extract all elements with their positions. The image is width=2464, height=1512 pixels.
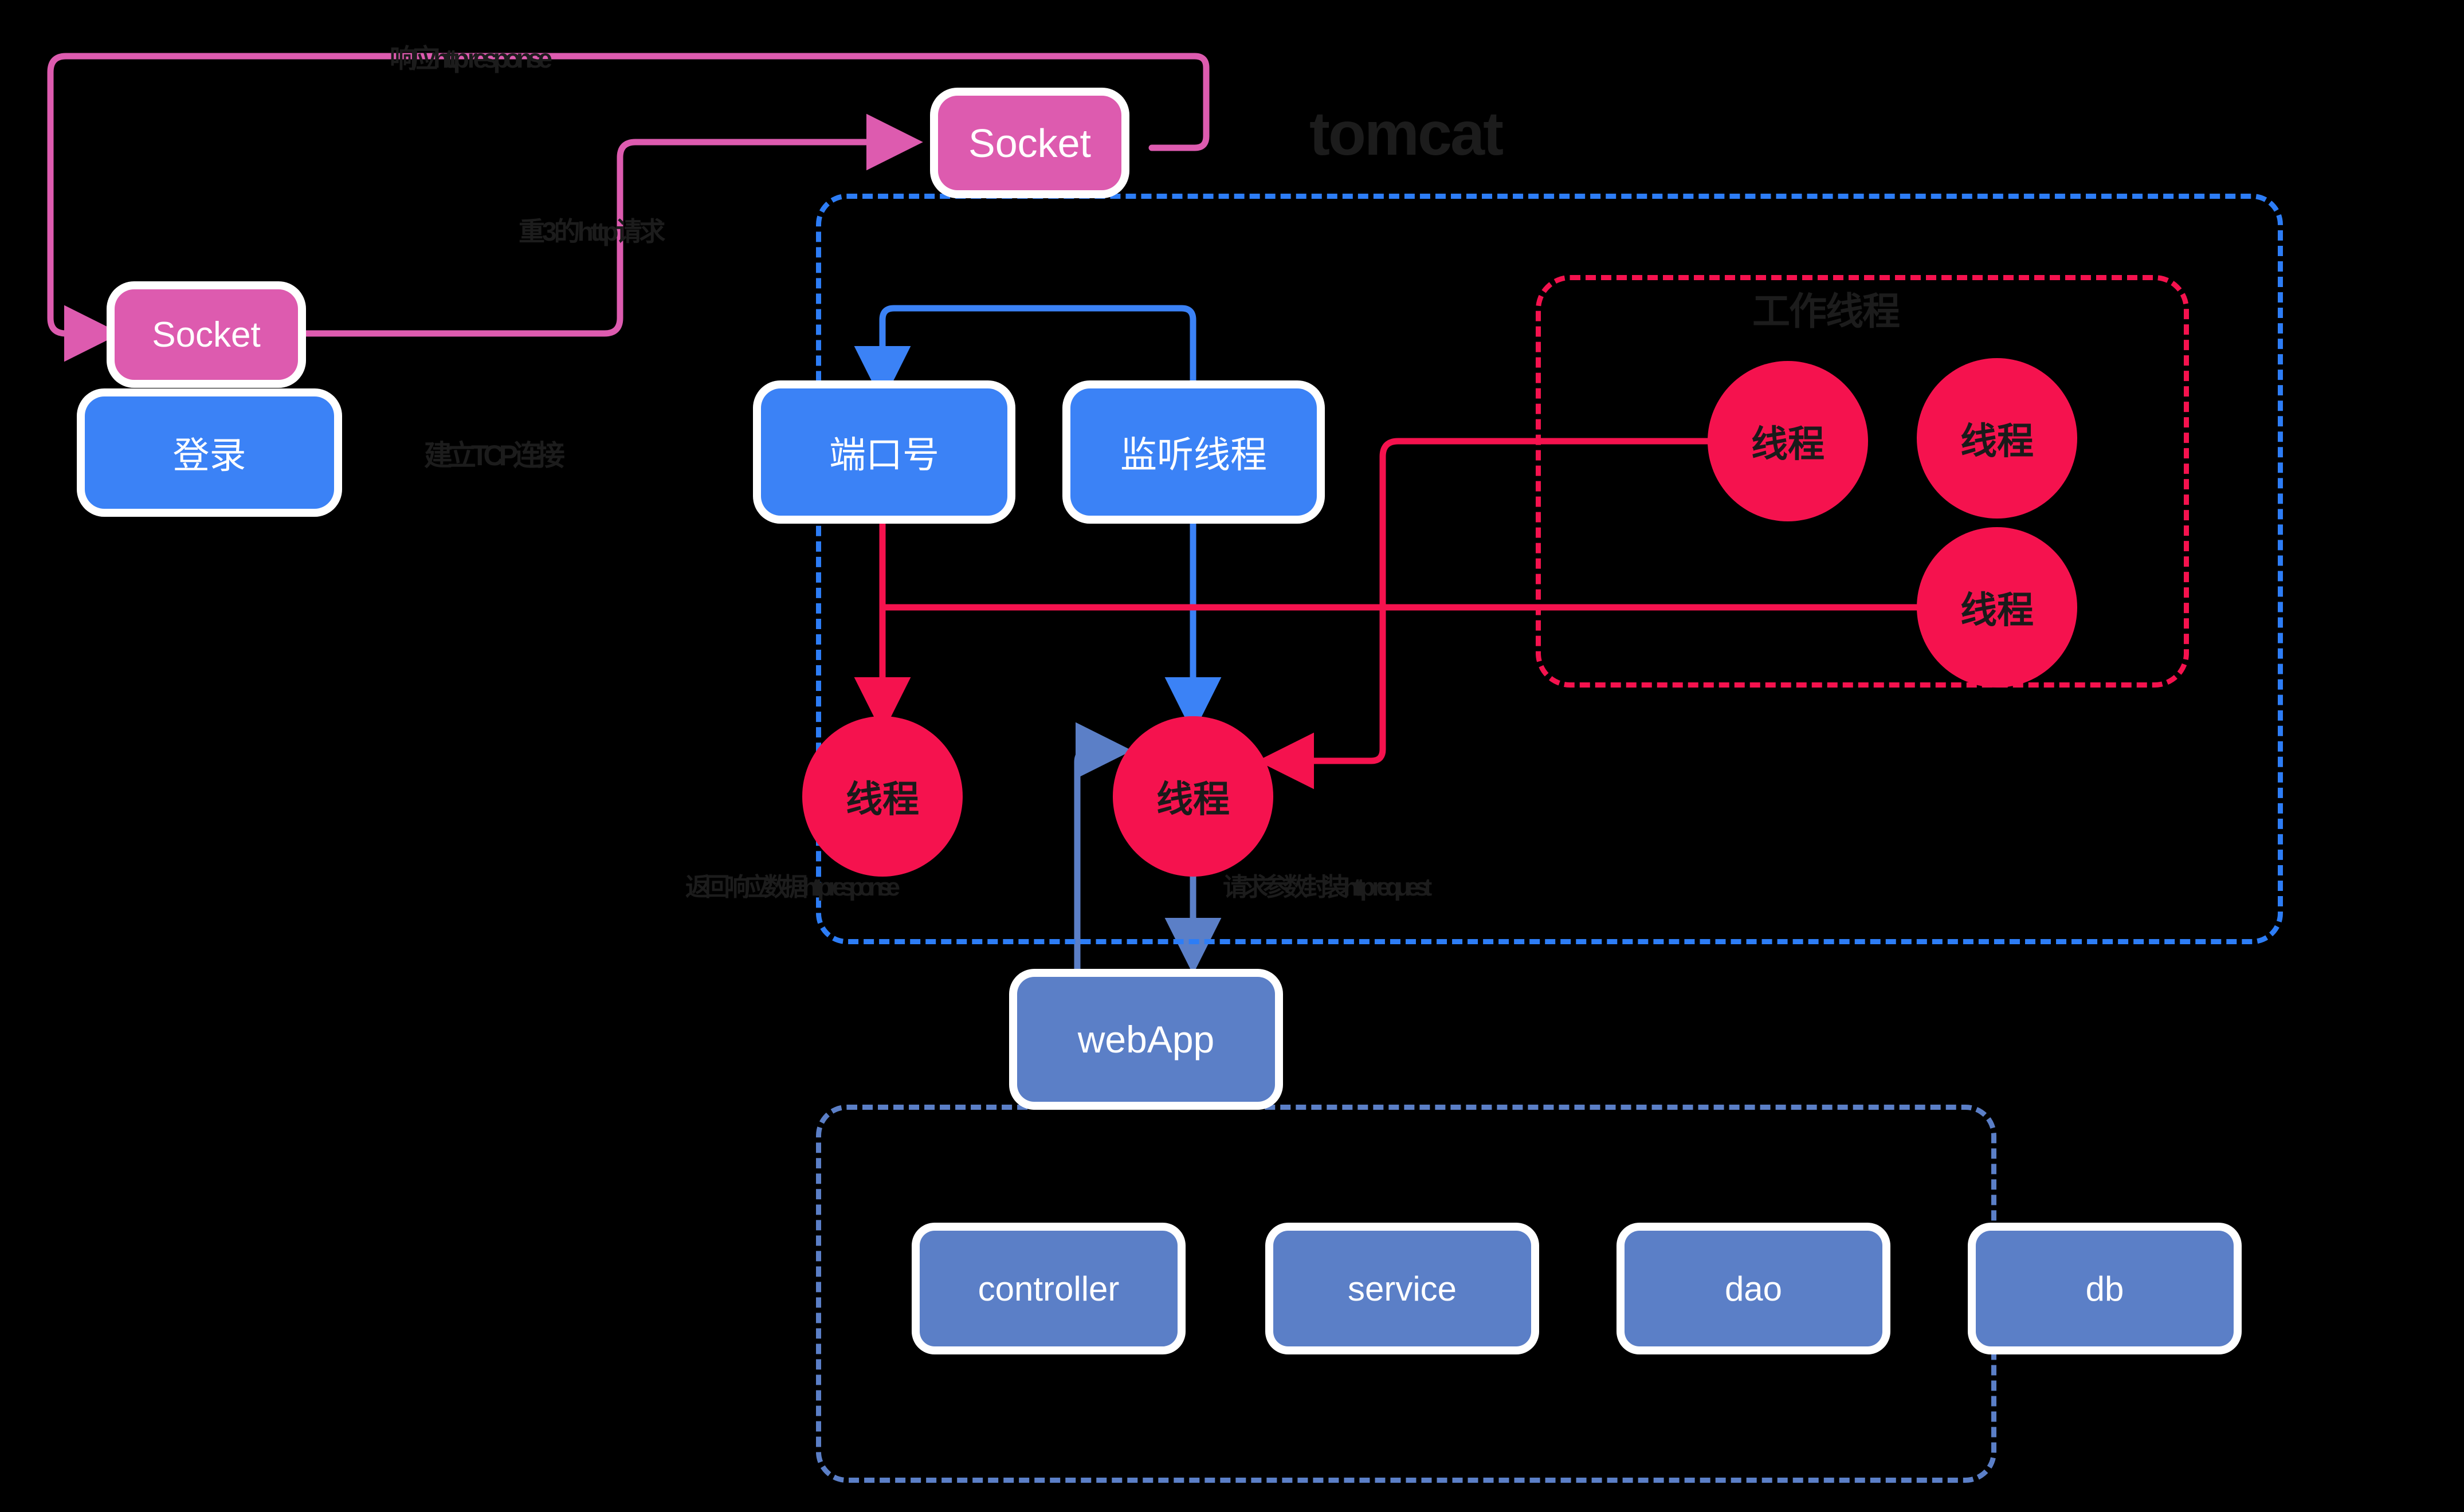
worker-thread-pool-container: [1536, 275, 2189, 688]
layer-dao[interactable]: dao: [1625, 1231, 1882, 1346]
worker-pool-title: 工作线程: [1752, 290, 1900, 332]
login-label: 登录: [172, 435, 246, 476]
layer-db-label: db: [2085, 1269, 2124, 1308]
thread-circle-right-label: 线程: [1156, 779, 1230, 820]
socket-left-label: Socket: [152, 315, 261, 355]
label-return-response: 返回响应数据http response: [685, 873, 900, 901]
label-tcp-connection: 建立TCP连接: [424, 439, 565, 472]
pool-thread-1[interactable]: 线程: [1708, 361, 1868, 521]
label-send-http-request: 重3的http请求: [519, 217, 665, 246]
wire-listener-to-port: [854, 305, 1196, 403]
layer-service[interactable]: service: [1273, 1231, 1531, 1346]
webapp-label: webApp: [1077, 1018, 1215, 1061]
socket-top-label: Socket: [968, 120, 1091, 166]
layer-dao-label: dao: [1724, 1269, 1783, 1308]
wire-pool-thread1-to-thread: [1257, 438, 1711, 790]
socket-top-node[interactable]: Socket: [938, 96, 1121, 190]
wire-webapp-to-thread: [1074, 722, 1132, 1035]
tomcat-title: tomcat: [1309, 99, 1504, 168]
listener-thread-node[interactable]: 监听线程: [1070, 388, 1317, 516]
layer-db[interactable]: db: [1976, 1231, 2234, 1346]
label-request-wrap: 请求参数封装http request: [1223, 873, 1432, 901]
thread-circle-left-label: 线程: [846, 779, 919, 820]
layer-controller-label: controller: [978, 1269, 1120, 1308]
login-node[interactable]: 登录: [85, 396, 334, 509]
label-http-response: 响应http response: [390, 44, 552, 73]
layer-controller[interactable]: controller: [920, 1231, 1178, 1346]
socket-left-node[interactable]: Socket: [115, 289, 298, 380]
pool-thread-3[interactable]: 线程: [1917, 527, 2077, 688]
pool-thread-2[interactable]: 线程: [1917, 358, 2077, 519]
wire-http-response: [47, 53, 1210, 362]
listener-thread-label: 监听线程: [1120, 434, 1267, 476]
pool-thread-2-label: 线程: [1960, 421, 2034, 462]
wire-send-http-request: [300, 113, 923, 337]
thread-circle-left[interactable]: 线程: [802, 716, 963, 877]
port-label: 端口号: [829, 434, 939, 476]
webapp-node[interactable]: webApp: [1017, 977, 1275, 1102]
pool-thread-1-label: 线程: [1751, 423, 1825, 465]
pool-thread-3-label: 线程: [1960, 590, 2034, 631]
tomcat-container: [816, 194, 2283, 944]
port-node[interactable]: 端口号: [761, 388, 1007, 516]
thread-circle-right[interactable]: 线程: [1113, 716, 1273, 877]
layer-service-label: service: [1347, 1269, 1457, 1308]
